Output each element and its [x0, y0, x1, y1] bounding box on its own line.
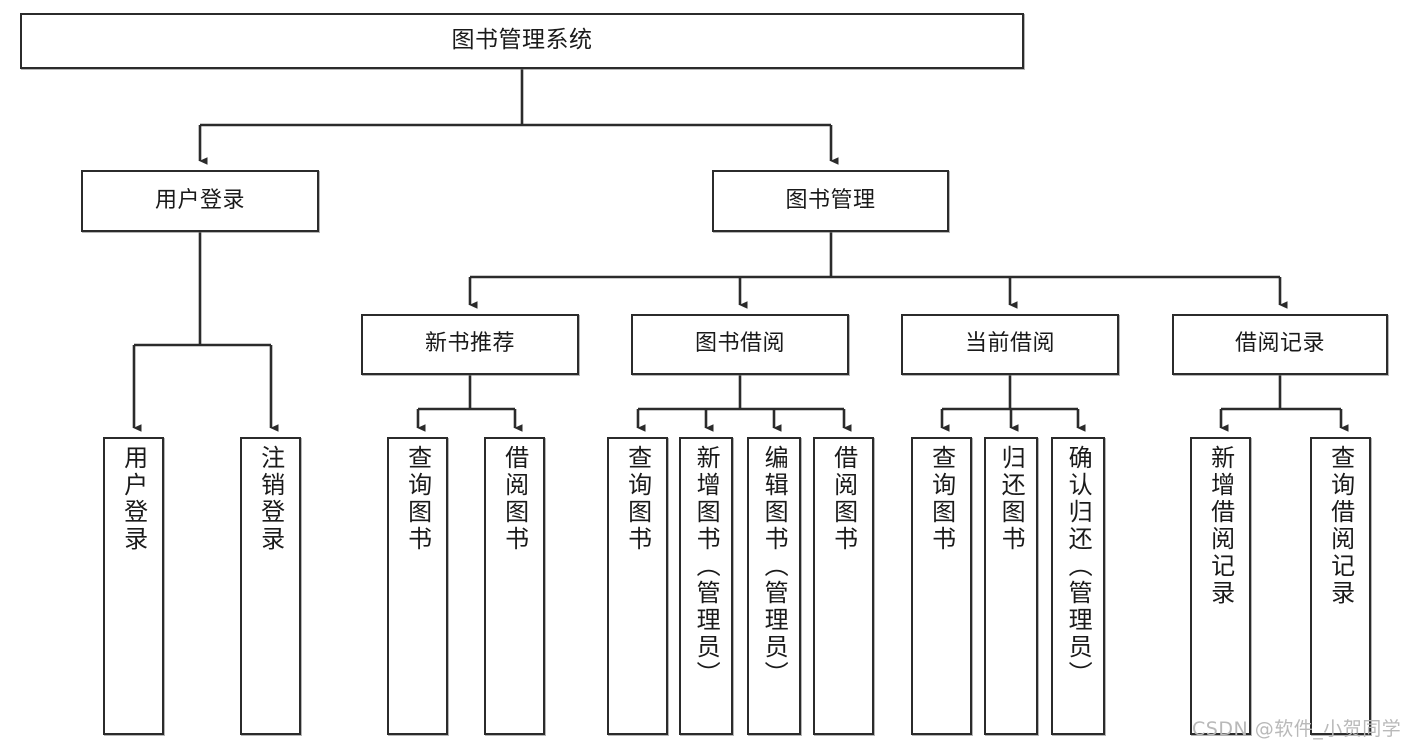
watermark: CSDN @软件_小贺同学 [1192, 718, 1402, 740]
node-current-borrow[interactable]: 当前借阅 [901, 314, 1119, 375]
node-new-book-recommend-label: 新书推荐 [424, 331, 515, 357]
leaf-query-book-3[interactable]: 查询图书 [911, 437, 972, 735]
leaf-edit-book-label: 编辑图书（管理员） [760, 445, 789, 688]
leaf-edit-book[interactable]: 编辑图书（管理员） [747, 437, 801, 735]
node-book-borrow-label: 图书借阅 [694, 331, 785, 357]
leaf-logout-label: 注销登录 [256, 445, 285, 553]
node-user-login[interactable]: 用户登录 [81, 170, 319, 232]
leaf-add-record-label: 新增借阅记录 [1206, 445, 1235, 607]
node-book-borrow[interactable]: 图书借阅 [631, 314, 849, 375]
node-new-book-recommend[interactable]: 新书推荐 [361, 314, 579, 375]
node-current-borrow-label: 当前借阅 [964, 331, 1055, 357]
node-book-manage[interactable]: 图书管理 [712, 170, 949, 232]
leaf-borrow-book-1[interactable]: 借阅图书 [484, 437, 545, 735]
leaf-query-record-label: 查询借阅记录 [1326, 445, 1355, 607]
leaf-query-book-1-label: 查询图书 [403, 445, 432, 553]
leaf-user-login[interactable]: 用户登录 [103, 437, 164, 735]
leaf-add-book[interactable]: 新增图书（管理员） [679, 437, 733, 735]
leaf-add-book-label: 新增图书（管理员） [692, 445, 721, 688]
leaf-query-book-2-label: 查询图书 [623, 445, 652, 553]
leaf-confirm-return[interactable]: 确认归还（管理员） [1051, 437, 1105, 735]
leaf-borrow-book-2-label: 借阅图书 [829, 445, 858, 553]
leaf-query-book-2[interactable]: 查询图书 [607, 437, 668, 735]
node-borrow-record[interactable]: 借阅记录 [1172, 314, 1388, 375]
leaf-query-book-3-label: 查询图书 [927, 445, 956, 553]
leaf-return-book[interactable]: 归还图书 [984, 437, 1038, 735]
node-user-login-label: 用户登录 [154, 187, 245, 213]
leaf-borrow-book-1-label: 借阅图书 [500, 445, 529, 553]
node-root[interactable]: 图书管理系统 [20, 13, 1024, 69]
leaf-borrow-book-2[interactable]: 借阅图书 [813, 437, 874, 735]
leaf-query-book-1[interactable]: 查询图书 [387, 437, 448, 735]
node-book-manage-label: 图书管理 [785, 187, 876, 213]
leaf-confirm-return-label: 确认归还（管理员） [1064, 445, 1093, 688]
leaf-query-record[interactable]: 查询借阅记录 [1310, 437, 1371, 735]
leaf-return-book-label: 归还图书 [997, 445, 1026, 553]
node-borrow-record-label: 借阅记录 [1234, 331, 1325, 357]
node-root-label: 图书管理系统 [451, 27, 593, 54]
leaf-logout[interactable]: 注销登录 [240, 437, 301, 735]
leaf-add-record[interactable]: 新增借阅记录 [1190, 437, 1251, 735]
leaf-user-login-label: 用户登录 [119, 445, 148, 553]
